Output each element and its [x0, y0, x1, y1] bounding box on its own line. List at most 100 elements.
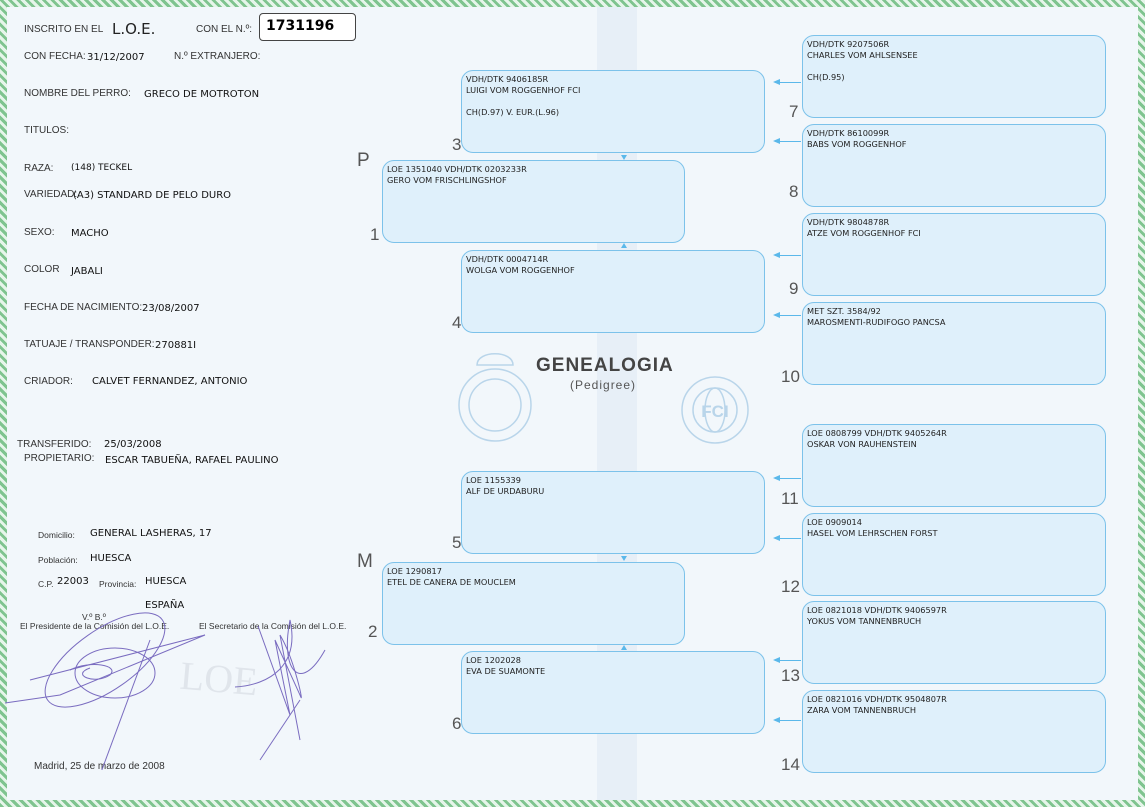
- ancestor-name: LUIGI VOM ROGGENHOF FCI: [466, 85, 581, 95]
- color-label: COLOR: [24, 264, 60, 275]
- ancestor-name: HASEL VOM LEHRSCHEN FORST: [807, 528, 938, 538]
- arrow-left-icon: [773, 252, 801, 258]
- raza-label: RAZA:: [24, 163, 54, 174]
- inscrito-label: INSCRITO EN EL: [24, 24, 104, 35]
- pedigree-subtitle: (Pedigree): [570, 378, 637, 392]
- ancestor-number: 5: [452, 533, 462, 552]
- ancestor-reg: MET SZT. 3584/92: [807, 306, 881, 316]
- propietario-value: ESCAR TABUEÑA, RAFAEL PAULINO: [105, 455, 279, 466]
- arrow-left-icon: [773, 657, 801, 663]
- numero-label: CON EL N.º:: [196, 24, 253, 35]
- ancestor-number: 6: [452, 714, 462, 733]
- ancestor-name: ETEL DE CANERA DE MOUCLEM: [387, 577, 516, 587]
- propietario-label: PROPIETARIO:: [24, 453, 95, 464]
- arrow-down-icon: [621, 155, 627, 160]
- ancestor-titles: CH(D.97) V. EUR.(L.96): [466, 107, 560, 117]
- ancestor-reg: LOE 1351040 VDH/DTK 0203233R: [387, 164, 527, 174]
- ancestor-number: 9: [789, 279, 799, 298]
- presidente-label: El Presidente de la Comisión del L.O.E.: [20, 621, 170, 631]
- svg-text:FCI: FCI: [701, 402, 728, 421]
- fecha-value: 31/12/2007: [87, 52, 145, 63]
- secretary-signature: [234, 619, 326, 761]
- president-signature: [4, 612, 206, 770]
- fecha-label: CON FECHA:: [24, 51, 86, 62]
- ancestor-reg: LOE 0821018 VDH/DTK 9406597R: [807, 605, 947, 615]
- ancestor-number: 14: [781, 755, 800, 774]
- ancestor-number: 2: [368, 622, 378, 641]
- pedigree-title: GENEALOGIA: [536, 355, 674, 376]
- ancestor-name: CHARLES VOM AHLSENSEE: [807, 50, 918, 60]
- pais-value: ESPAÑA: [145, 600, 185, 611]
- variedad-value: (A3) STANDARD DE PELO DURO: [73, 190, 232, 201]
- ancestor-name: OSKAR VON RAUHENSTEIN: [807, 439, 917, 449]
- ancestor-reg: LOE 0909014: [807, 517, 862, 527]
- registration-number: 1731196: [259, 13, 356, 41]
- ancestor-number: 7: [789, 102, 799, 121]
- color-value: JABALI: [71, 266, 103, 277]
- sexo-label: SEXO:: [24, 227, 55, 238]
- arrow-left-icon: [773, 138, 801, 144]
- ancestor-reg: VDH/DTK 9804878R: [807, 217, 890, 227]
- dam-marker: M: [357, 551, 373, 572]
- arrow-up-icon: [621, 645, 627, 650]
- ancestor-number: 4: [452, 313, 462, 332]
- secretario-label: El Secretario de la Comisión del L.O.E.: [199, 621, 347, 631]
- nacimiento-value: 23/08/2007: [142, 303, 200, 314]
- loe-stamp: LOE: [178, 652, 260, 705]
- arrow-left-icon: [773, 312, 801, 318]
- variedad-label: VARIEDAD:: [24, 189, 78, 200]
- sire-marker: P: [357, 150, 370, 171]
- cp-value: 22003: [57, 576, 89, 587]
- place-date: Madrid, 25 de marzo de 2008: [34, 761, 165, 772]
- ancestor-reg: LOE 1202028: [466, 655, 521, 665]
- raza-value: (148) TECKEL: [71, 163, 133, 173]
- ancestor-name: MAROSMENTI-RUDIFOGO PANCSA: [807, 317, 946, 327]
- arrow-left-icon: [773, 717, 801, 723]
- nombre-label: NOMBRE DEL PERRO:: [24, 88, 131, 99]
- ancestor-reg: LOE 0821016 VDH/DTK 9504807R: [807, 694, 947, 704]
- ancestor-number: 13: [781, 666, 800, 685]
- vb-label: V.º B.º: [82, 612, 106, 622]
- ancestor-number: 12: [781, 577, 800, 596]
- arrow-left-icon: [773, 475, 801, 481]
- ancestor-name: ZARA VOM TANNENBRUCH: [807, 705, 917, 715]
- real-sociedad-canina-seal: [458, 353, 532, 442]
- nacimiento-label: FECHA DE NACIMIENTO:: [24, 302, 143, 313]
- ancestor-number: 10: [781, 367, 800, 386]
- nombre-value: GRECO DE MOTROTON: [144, 89, 260, 100]
- tatuaje-value: 270881I: [155, 340, 197, 351]
- domicilio-value: GENERAL LASHERAS, 17: [90, 528, 212, 539]
- ancestor-reg: LOE 1155339: [466, 475, 521, 485]
- tatuaje-label: TATUAJE / TRANSPONDER:: [24, 339, 155, 350]
- ancestor-reg: LOE 1290817: [387, 566, 442, 576]
- ancestor-name: GERO VOM FRISCHLINGSHOF: [387, 175, 507, 185]
- titulos-label: TITULOS:: [24, 125, 70, 136]
- fci-seal: FCI: [681, 376, 749, 444]
- ancestor-name: ALF DE URDABURU: [466, 486, 545, 496]
- cp-label: C.P.: [38, 579, 54, 589]
- ancestor-name: EVA DE SUAMONTE: [466, 666, 546, 676]
- criador-value: CALVET FERNANDEZ, ANTONIO: [92, 376, 248, 387]
- extranjero-label: N.º EXTRANJERO:: [174, 51, 261, 62]
- ancestor-reg: VDH/DTK 9406185R: [466, 74, 549, 84]
- ancestor-reg: LOE 0808799 VDH/DTK 9405264R: [807, 428, 947, 438]
- provincia-label: Provincia:: [99, 579, 137, 589]
- arrow-down-icon: [621, 556, 627, 561]
- ancestor-reg: VDH/DTK 0004714R: [466, 254, 549, 264]
- ancestor-titles: CH(D.95): [807, 72, 845, 82]
- transferido-label: TRANSFERIDO:: [17, 439, 92, 450]
- poblacion-label: Población:: [38, 555, 78, 565]
- ancestor-number: 3: [452, 135, 462, 154]
